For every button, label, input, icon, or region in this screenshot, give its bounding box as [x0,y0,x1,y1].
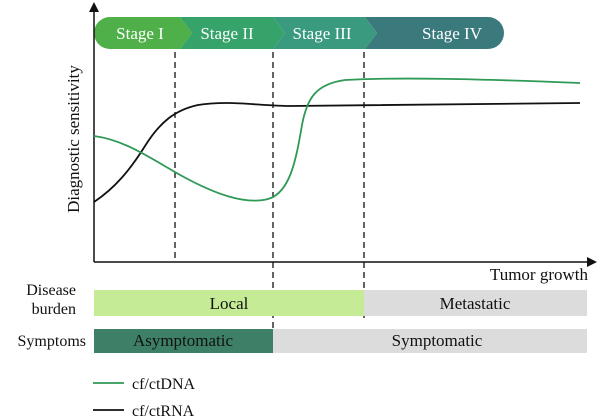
symptoms-label: Symptoms [18,333,86,350]
y-axis-label: Diagnostic sensitivity [64,65,83,213]
stage-iii-label: Stage III [292,24,351,43]
metastatic-label: Metastatic [440,294,511,313]
stage-i-segment [94,17,192,49]
stage-iv-segment [365,17,504,49]
legend: cf/ctDNA cf/ctRNA [93,376,196,419]
x-axis-label: Tumor growth [490,265,589,284]
cfctrna-curve [93,102,581,203]
stage-iii-segment [273,17,377,49]
legend-label-cfctdna: cf/ctDNA [132,376,196,393]
stage-ii-segment [180,17,285,49]
asymptomatic-bar [94,329,273,353]
local-bar [94,290,364,316]
stage-banner [94,17,504,49]
disease-burden-label-line1: Disease [26,282,76,299]
disease-burden-label-line2: burden [32,301,76,318]
symptomatic-bar [273,329,587,353]
x-axis-arrow-icon [587,257,597,267]
local-label: Local [210,294,249,313]
stage-i-label: Stage I [116,24,164,43]
legend-label-cfctrna: cf/ctRNA [132,403,195,419]
asymptomatic-label: Asymptomatic [133,331,234,350]
stage-ii-label: Stage II [200,24,254,43]
metastatic-bar [364,290,587,316]
symptomatic-label: Symptomatic [392,331,483,350]
cfctdna-curve [93,77,581,202]
stage-iv-label: Stage IV [422,24,483,43]
y-axis-arrow-icon [89,2,99,12]
